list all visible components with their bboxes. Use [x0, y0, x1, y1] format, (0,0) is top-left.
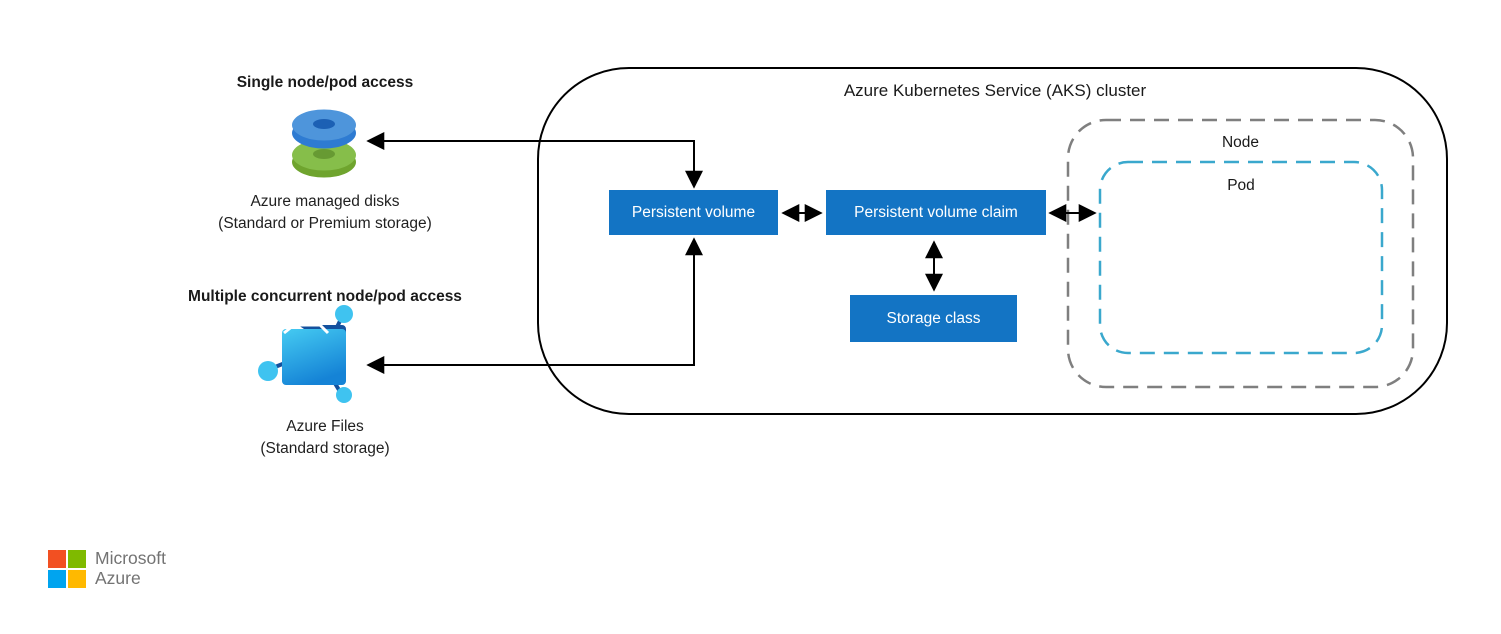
ms-square-blue — [48, 570, 66, 588]
ms-square-green — [68, 550, 86, 568]
azure-files-caption-line1: Azure Files — [286, 418, 364, 435]
persistent-volume-claim-box: Persistent volume claim — [826, 190, 1046, 235]
persistent-volume-box: Persistent volume — [609, 190, 778, 235]
managed-disks-caption-line1: Azure managed disks — [250, 193, 400, 210]
aks-cluster-title: Azure Kubernetes Service (AKS) cluster — [843, 81, 1147, 100]
single-access-heading: Single node/pod access — [236, 74, 414, 91]
azure-files-caption-line2: (Standard storage) — [260, 440, 390, 457]
node-label: Node — [1221, 134, 1260, 151]
brand-line-microsoft: Microsoft — [95, 548, 166, 568]
managed-disks-caption-line2: (Standard or Premium storage) — [218, 215, 432, 232]
azure-files-icon — [258, 305, 353, 403]
ms-square-red — [48, 550, 66, 568]
storage-class-box: Storage class — [850, 295, 1017, 342]
brand-wordmark: Microsoft Azure — [95, 548, 166, 588]
azure-managed-disks-icon — [292, 109, 356, 178]
ms-square-yellow — [68, 570, 86, 588]
microsoft-logo-icon — [48, 550, 86, 588]
brand-line-azure: Azure — [95, 568, 141, 588]
aks-cluster-boundary — [537, 67, 1448, 415]
pod-label: Pod — [1227, 177, 1255, 194]
microsoft-azure-logo: Microsoft Azure — [48, 548, 166, 588]
